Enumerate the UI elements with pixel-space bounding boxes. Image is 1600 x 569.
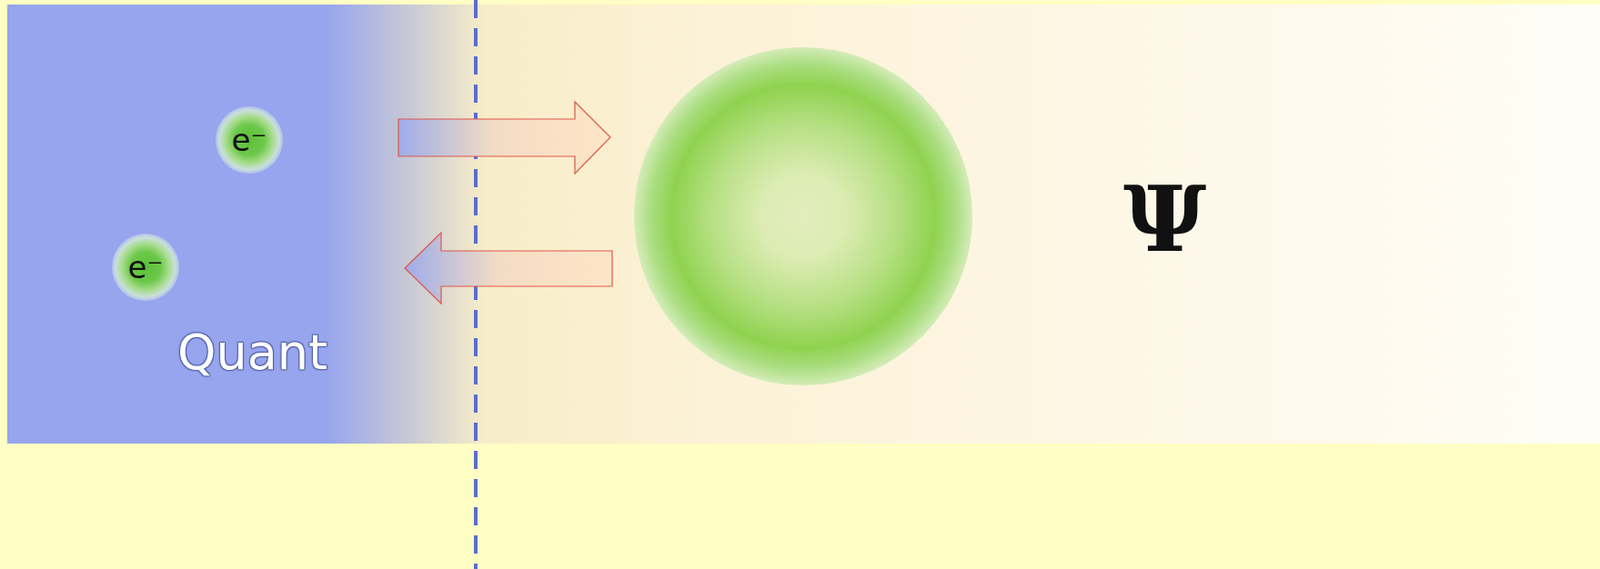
electron-label: e⁻ <box>231 124 268 156</box>
left-arrow <box>404 232 613 304</box>
wave-cloud <box>633 47 973 386</box>
quantum-region: Quant e⁻ e⁻ <box>7 4 476 444</box>
electron-node: e⁻ <box>215 106 283 174</box>
region-label: Quant <box>177 323 328 382</box>
region-band <box>7 4 1600 444</box>
psi-symbol: Ψ <box>1123 173 1207 265</box>
right-arrow <box>398 101 611 174</box>
electron-node: e⁻ <box>111 233 180 302</box>
electron-label: e⁻ <box>128 251 164 283</box>
